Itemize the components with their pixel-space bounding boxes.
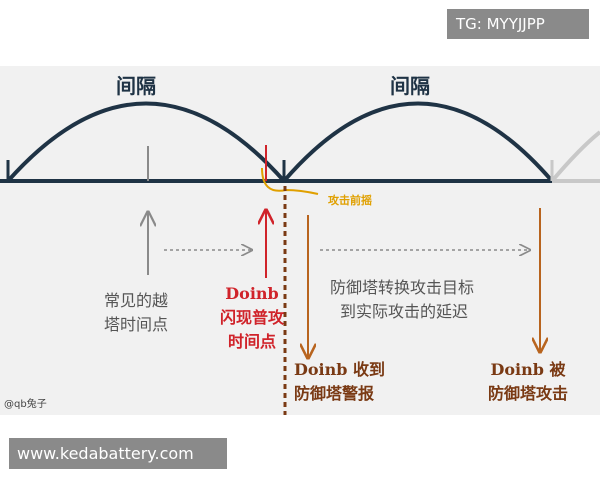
interval-arc-left xyxy=(6,101,286,183)
interval-arc-faded xyxy=(550,130,600,183)
windup-label: 攻击前摇 xyxy=(328,194,372,207)
common-dive-label: 常见的越 塔时间点 xyxy=(104,291,169,334)
interval-arc-right xyxy=(282,101,554,183)
interval-label-left: 间隔 xyxy=(116,74,156,98)
doinb-warned-label: Doinb 收到 防御塔警报 xyxy=(294,360,386,403)
interval-label-right: 间隔 xyxy=(390,74,430,98)
watermark-url-bottom: www.kedabattery.com xyxy=(9,438,227,469)
author-credit: @qb兔子 xyxy=(4,399,47,410)
tower-retarget-label: 防御塔转换攻击目标 到实际攻击的延迟 xyxy=(330,278,475,321)
doinb-hit-label: Doinb 被 防御塔攻击 xyxy=(488,360,569,403)
doinb-flash-label: Doinb 闪现普攻 时间点 xyxy=(220,284,285,351)
watermark-tag-top: TG: MYYJJPP xyxy=(447,9,589,39)
